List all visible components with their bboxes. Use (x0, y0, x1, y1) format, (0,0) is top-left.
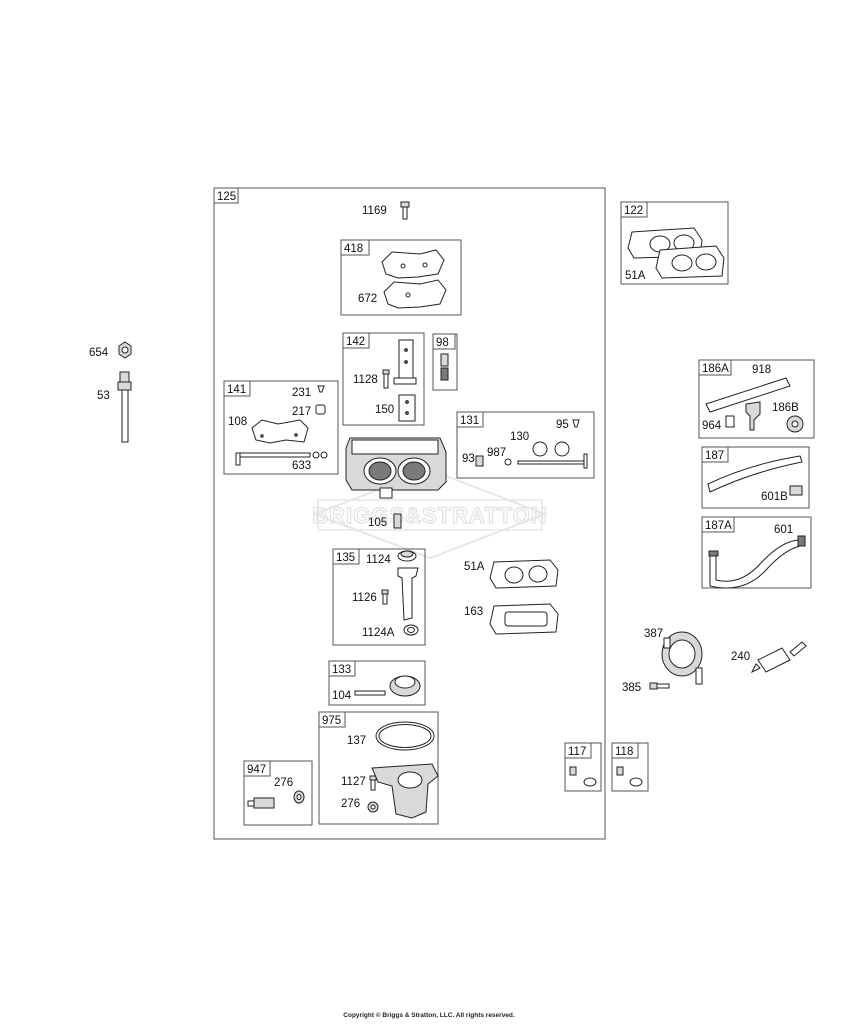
part-51A-gasket[interactable]: 51A (464, 559, 559, 589)
part-105[interactable]: 105 (368, 513, 402, 529)
box-tag-187: 187 (705, 450, 724, 462)
watermark-text: BRIGGS&STRATTON (312, 503, 547, 528)
label-163: 163 (464, 606, 483, 618)
kit-131[interactable]: 131 95 130 93 987 (456, 411, 595, 479)
label-987: 987 (487, 447, 506, 459)
label-130: 130 (510, 431, 529, 443)
label-95: 95 (556, 419, 569, 431)
label-150: 150 (375, 404, 394, 416)
label-51A-mid: 51A (464, 561, 485, 573)
label-964: 964 (702, 420, 722, 432)
kit-135[interactable]: 135 1124 1126 1124A (332, 548, 426, 646)
kit-187[interactable]: 187 601B (701, 446, 810, 509)
label-672: 672 (358, 293, 377, 305)
label-53: 53 (97, 390, 110, 402)
label-1126: 1126 (352, 592, 377, 604)
kit-118[interactable]: 118 (611, 742, 649, 792)
label-276-975: 276 (341, 798, 360, 810)
label-108: 108 (228, 416, 247, 428)
kit-98[interactable]: 98 (432, 333, 458, 391)
label-186B: 186B (772, 402, 799, 414)
label-240: 240 (731, 651, 750, 663)
label-51A-top: 51A (625, 270, 646, 282)
kit-122[interactable]: 122 51A (620, 201, 729, 285)
label-1127: 1127 (341, 776, 366, 788)
label-137: 137 (347, 735, 366, 747)
box-tag-947: 947 (247, 764, 266, 776)
box-tag-118: 118 (615, 746, 633, 758)
watermark: BRIGGS&STRATTON (312, 468, 548, 560)
label-217: 217 (292, 406, 311, 418)
kit-187A[interactable]: 187A 601 (701, 516, 812, 589)
box-tag-117: 117 (568, 746, 586, 758)
part-1169-screw[interactable]: 1169 (362, 201, 410, 220)
kit-117[interactable]: 117 (564, 742, 602, 792)
box-tag-418: 418 (344, 243, 363, 255)
kit-947[interactable]: 947 276 (243, 760, 313, 826)
label-654: 654 (89, 347, 109, 359)
label-1124: 1124 (366, 554, 391, 566)
label-1169: 1169 (362, 205, 387, 217)
kit-418-gaskets[interactable]: 418 672 (340, 239, 462, 316)
label-387: 387 (644, 628, 663, 640)
box-tag-975: 975 (322, 715, 341, 727)
label-104: 104 (332, 690, 352, 702)
label-385: 385 (622, 682, 641, 694)
box-tag-187A: 187A (705, 520, 732, 532)
part-53-stud[interactable]: 53 (97, 371, 132, 443)
label-601B: 601B (761, 491, 788, 503)
kit-141[interactable]: 141 231 217 108 633 (223, 380, 339, 475)
label-918: 918 (752, 364, 771, 376)
kit-133[interactable]: 133 104 (328, 660, 426, 706)
box-tag-142: 142 (346, 336, 365, 348)
part-163-gasket[interactable]: 163 (464, 603, 559, 635)
kit-186A[interactable]: 186A 918 964 186B (698, 359, 815, 439)
box-tag-98: 98 (436, 337, 449, 349)
label-1128: 1128 (353, 374, 378, 386)
label-276-947: 276 (274, 777, 293, 789)
part-240-fuel-filter[interactable]: 240 (731, 641, 807, 674)
box-tag-141: 141 (227, 384, 246, 396)
box-tag-131: 131 (460, 415, 479, 427)
label-633: 633 (292, 460, 311, 472)
label-105: 105 (368, 517, 387, 529)
box-tag-122: 122 (624, 205, 643, 217)
box-tag-135: 135 (336, 552, 355, 564)
box-tag-125: 125 (217, 191, 236, 203)
part-carburetor-body[interactable] (345, 437, 447, 499)
label-601: 601 (774, 524, 793, 536)
part-654-nut[interactable]: 654 (89, 341, 132, 359)
box-tag-133: 133 (332, 664, 351, 676)
assembly-frame-125: 125 (213, 187, 606, 840)
kit-142[interactable]: 142 1128 150 (342, 332, 425, 426)
label-1124A: 1124A (362, 627, 395, 639)
copyright-notice: Copyright © Briggs & Stratton, LLC. All … (343, 1012, 515, 1019)
part-387-fuel-pump[interactable]: 387 385 (622, 628, 703, 694)
box-tag-186A: 186A (702, 363, 729, 375)
label-231: 231 (292, 387, 311, 399)
kit-975[interactable]: 975 137 1127 276 (318, 711, 439, 825)
label-93: 93 (462, 453, 475, 465)
